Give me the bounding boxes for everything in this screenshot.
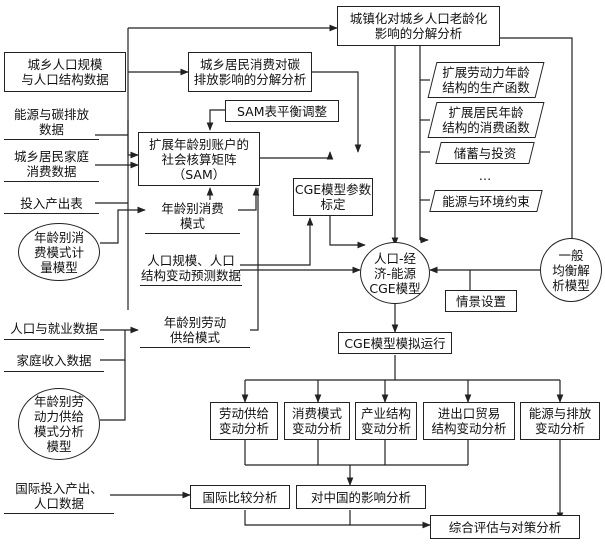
node-general-equilibrium: 一般 均衡解 析模型 — [540, 238, 602, 302]
node-pop-scale-data: 城乡人口规模 与人口结构数据 — [4, 52, 126, 92]
node-cge-model: 人口-经 济-能源 CGE模型 — [360, 242, 430, 304]
wire-to-sam — [127, 120, 139, 159]
node-labor-supply-mode: 年龄别劳动 供给模式 — [140, 312, 250, 348]
node-energy-env: 能源与环境约束 — [432, 190, 540, 212]
node-urbanization-decomp: 城镇化对城乡人口老龄化 影响的分解分析 — [337, 6, 500, 46]
node-age-consumption-mode: 年龄别消费 模式 — [145, 198, 240, 234]
node-intl-io-data: 国际投入产出、 人口数据 — [4, 478, 114, 514]
node-saving-investment: 储蓄与投资 — [438, 142, 532, 164]
wire-carbon-params — [312, 71, 362, 153]
wire-title-ge — [490, 37, 573, 240]
node-labor-change: 劳动供给 变动分析 — [210, 402, 278, 440]
node-consumption-carbon: 城乡居民消费对碳 排放影响的分解分析 — [188, 52, 312, 92]
node-consumption-change: 消费模式 变动分析 — [284, 402, 350, 440]
node-household-data: 城乡居民家庭 消费数据 — [4, 146, 99, 182]
node-intl-comparison: 国际比较分析 — [190, 485, 290, 509]
wire-labor-up — [250, 188, 259, 331]
wire-balance-sam — [206, 109, 225, 131]
node-age-consumption-model: 年龄别消 费模式计 量模型 — [18, 223, 100, 281]
node-trade-change: 进出口贸易 结构变动分析 — [423, 402, 515, 440]
node-pop-employment: 人口与就业数据 — [4, 318, 104, 340]
node-scenario: 情景设置 — [445, 290, 517, 312]
wire-params-cge — [329, 215, 366, 249]
node-china-impact: 对中国的影响分析 — [296, 485, 426, 509]
wire-mode-up — [238, 187, 260, 211]
wire-comp-eval — [244, 510, 431, 529]
node-energy-carbon-data: 能源与碳排放 数据 — [4, 104, 99, 140]
wire-agecons — [100, 206, 146, 244]
node-labor-supply-model: 年龄别劳 动力供给 模式分析 模型 — [18, 388, 100, 460]
node-sam-balance: SAM表平衡调整 — [225, 100, 339, 122]
node-energy-emission-change: 能源与排放 变动分析 — [520, 402, 600, 440]
node-labor-production: 扩展劳动力年龄 结构的生产函数 — [432, 62, 540, 98]
node-industry-change: 产业结构 变动分析 — [355, 402, 417, 440]
node-cge-simulation: CGE模型模拟运行 — [338, 332, 452, 354]
node-extended-sam: 扩展年龄别账户的 社会核算矩阵（SAM） — [138, 132, 260, 186]
node-household-income: 家庭收入数据 — [4, 350, 104, 372]
node-resident-consumption: 扩展居民年龄 结构的消费函数 — [432, 102, 540, 138]
node-pop-forecast: 人口规模、人口 结构变动预测数据 — [140, 250, 242, 286]
wire-forecast-params — [240, 217, 314, 266]
node-ellipsis: … — [478, 167, 492, 183]
node-io-table: 投入产出表 — [4, 194, 99, 214]
node-cge-params: CGE模型参数 标定 — [293, 178, 373, 216]
wire-labor-model — [100, 360, 126, 421]
node-evaluation: 综合评估与对策分析 — [430, 515, 580, 539]
wire-sam-params — [258, 151, 334, 160]
